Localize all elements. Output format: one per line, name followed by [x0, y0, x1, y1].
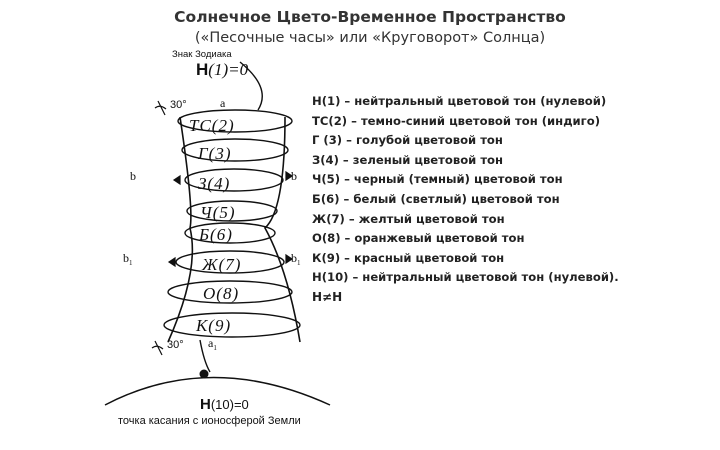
spiral-coil-5	[184, 222, 276, 244]
contact-point-caption: точка касания с ионосферой Земли	[118, 415, 301, 427]
label-b1-left: b1	[123, 251, 133, 267]
legend-item: ТС(2) – темно-синий цветовой тон (индиго…	[312, 113, 600, 128]
coil-label-tc2: ТС(2)	[189, 116, 235, 135]
coil-label-o8: О(8)	[203, 284, 239, 303]
spiral-coil-2	[181, 138, 289, 162]
legend-list: Н(1) – нейтральный цветовой тон (нулевой…	[312, 92, 619, 308]
label-b1-right: b1	[291, 251, 301, 267]
arrow-left-lower	[167, 256, 176, 268]
legend-item: З(4) – зеленый цветовой тон	[312, 152, 504, 167]
legend-item: Н(10) – нейтральный цветовой тон (нулево…	[312, 270, 619, 285]
spiral-coil-4	[186, 200, 278, 222]
angle-top-marker	[154, 100, 167, 116]
coil-label-zh7: Ж(7)	[201, 255, 241, 274]
page-title: Солнечное Цвето-Временное Пространство	[174, 8, 566, 26]
coil-label-ch5: Ч(5)	[200, 203, 236, 222]
legend-item: Б(6) – белый (светлый) цветовой тон	[312, 191, 560, 206]
legend-item: К(9) – красный цветовой тон	[312, 250, 505, 265]
bottom-node-expression: (10)=0	[210, 397, 249, 412]
arrow-left-upper	[172, 174, 181, 186]
contact-point	[199, 369, 209, 379]
arrow-right-lower	[285, 253, 294, 265]
spiral-lead-out	[199, 339, 211, 373]
earth-ionosphere-arc	[104, 376, 331, 406]
spiral-coil-6	[175, 250, 285, 274]
angle-top-value: 30°	[170, 99, 187, 111]
top-node-expression: (1)=0	[208, 60, 249, 79]
legend-inequality: Н≠Н	[312, 289, 343, 304]
legend-item: Ж(7) – желтый цветовой тон	[312, 211, 505, 226]
legend-item: Ч(5) – черный (темный) цветовой тон	[312, 172, 563, 187]
bottom-node-letter: Н	[200, 396, 211, 413]
legend-item: Н(1) – нейтральный цветовой тон (нулевой…	[312, 94, 607, 108]
coil-label-b6: Б(6)	[198, 225, 233, 244]
label-b1-right-letter: b	[291, 251, 297, 265]
page-subtitle: («Песочные часы» или «Круговорот» Солнца…	[194, 30, 546, 46]
label-b-left: b	[130, 169, 136, 183]
coil-label-z4: З(4)	[198, 174, 230, 193]
legend-item: О(8) – оранжевый цветовой тон	[312, 231, 525, 246]
spiral-coil-3	[184, 168, 284, 192]
spiral-coil-1	[177, 109, 293, 133]
coil-label-g3: Г(3)	[197, 144, 232, 163]
label-b-right: b	[291, 169, 297, 183]
coil-label-k9: К(9)	[195, 316, 231, 335]
label-a1-subscript: 1	[213, 344, 217, 352]
label-a: a	[220, 96, 226, 110]
label-b1-right-subscript: 1	[297, 259, 301, 267]
top-node-label: Н(1)=0	[196, 60, 248, 80]
label-b1-left-letter: b	[123, 251, 129, 265]
label-b1-left-subscript: 1	[129, 259, 133, 267]
zodiac-sign-label: Знак Зодиака	[172, 49, 232, 60]
bottom-node-label: Н(10)=0	[200, 396, 249, 413]
top-node-letter: Н	[196, 60, 209, 79]
legend-item: Г (3) – голубой цветовой тон	[312, 133, 503, 148]
spiral-coil-7	[167, 280, 293, 304]
label-a1-letter: a	[208, 336, 214, 350]
label-a1: a1	[208, 336, 217, 352]
spiral-lead-in	[239, 61, 263, 111]
angle-bottom-value: 30°	[167, 339, 184, 351]
spiral-coil-8	[163, 312, 301, 338]
angle-bottom-marker	[151, 340, 164, 356]
arrow-right-upper	[285, 170, 294, 182]
hourglass-right-line	[263, 116, 301, 343]
